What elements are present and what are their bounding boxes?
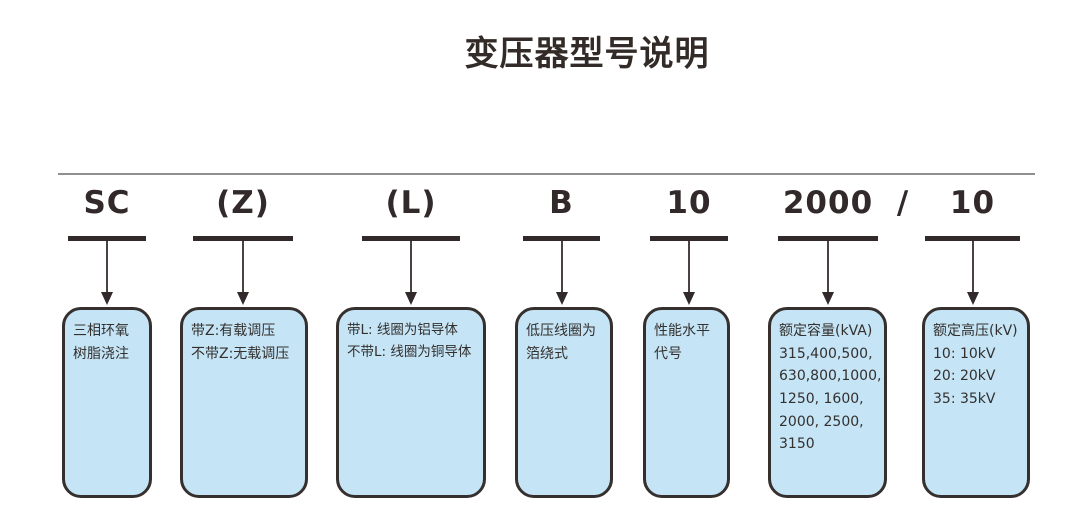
info-box-text: 性能水平 代号 [654,323,710,362]
info-box-text: 带Z:有载调压 不带Z:无载调压 [191,323,290,362]
down-arrow-icon [405,292,417,305]
code-label: B [549,185,574,221]
info-box-text: 三相环氧 树脂浇注 [73,323,129,362]
code-label: / [896,185,910,221]
info-box-rated-capacity: 额定容量(kVA) 315,400,500, 630,800,1000, 125… [768,307,887,498]
info-box-text: 额定高压(kV) 10: 10kV 20: 20kV 35: 35kV [933,323,1018,408]
info-box-text: 带L: 线圈为铝导体 不带L: 线圈为铜导体 [347,322,472,360]
down-arrow-shaft [688,241,690,292]
code-segment-sc: SC [68,188,146,305]
code-label: (Z) [216,185,270,221]
down-arrow-shaft [971,241,974,292]
info-box-tap-changing: 带Z:有载调压 不带Z:无载调压 [180,307,308,498]
code-label: 10 [666,185,712,221]
info-box-text: 额定容量(kVA) 315,400,500, 630,800,1000, 125… [779,323,882,453]
underline-bar [650,236,728,241]
info-box-text: 低压线圈为 箔绕式 [526,323,596,362]
code-segment-2000: 2000 [778,188,878,305]
info-box-foil-wound: 低压线圈为 箔绕式 [515,307,613,498]
down-arrow-icon [237,292,249,305]
info-box-rated-voltage: 额定高压(kV) 10: 10kV 20: 20kV 35: 35kV [922,307,1030,498]
code-label: SC [83,185,131,221]
info-box-performance-level: 性能水平 代号 [643,307,730,498]
down-arrow-icon [966,292,979,305]
page-title: 变压器型号说明 [464,34,710,74]
down-arrow-icon [683,292,695,305]
slash-separator: / [884,188,922,219]
underline-bar [925,236,1020,241]
code-segment-l: (L) [362,188,460,305]
code-segment-z: (Z) [193,188,293,305]
underline-bar [778,236,878,241]
down-arrow-icon [101,292,113,305]
info-box-three-phase-epoxy: 三相环氧 树脂浇注 [62,307,152,498]
down-arrow-icon [555,292,568,305]
code-label: (L) [385,185,437,221]
down-arrow-icon [822,292,834,305]
info-box-coil-conductor: 带L: 线圈为铝导体 不带L: 线圈为铜导体 [336,307,486,498]
underline-bar [362,236,460,241]
down-arrow-shaft [242,241,244,292]
down-arrow-shaft [827,241,829,292]
code-segment-performance-10: 10 [650,188,728,305]
horizontal-divider-line [58,173,1035,175]
code-label: 2000 [782,185,874,221]
underline-bar [523,236,600,241]
down-arrow-shaft [410,241,412,292]
code-label: 10 [949,185,996,221]
underline-bar [193,236,293,241]
code-segment-b: B [523,188,600,305]
down-arrow-shaft [560,241,563,292]
down-arrow-shaft [106,241,108,292]
underline-bar [68,236,146,241]
code-segment-voltage-10: 10 [925,188,1020,305]
